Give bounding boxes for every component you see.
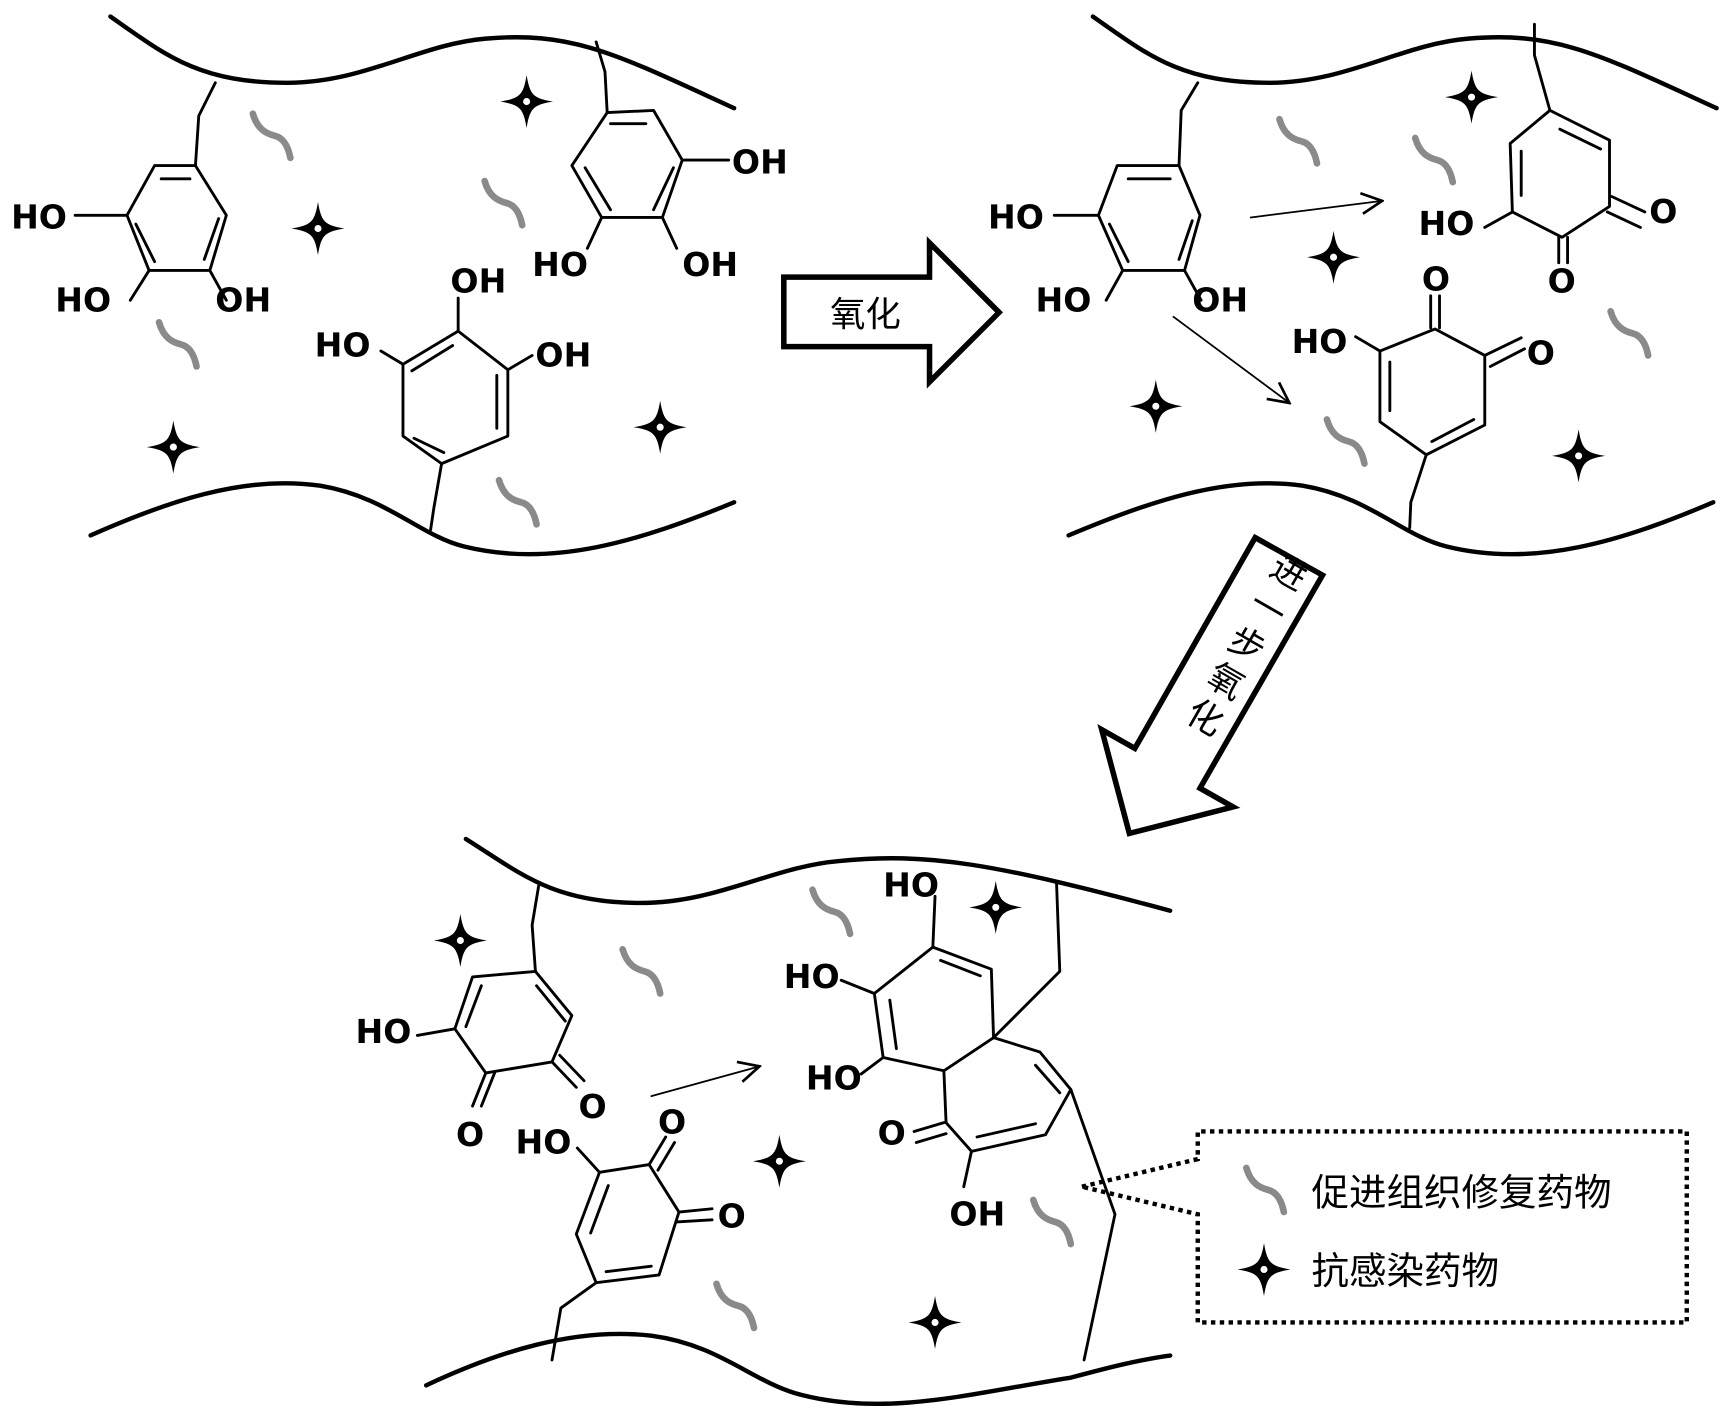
anti-infective-drug-icon (146, 420, 200, 474)
tissue-repair-drug-icon (499, 480, 537, 524)
legend: 促进组织修复药物 抗感染药物 (1081, 1129, 1689, 1325)
anti-infective-drug-icon (291, 202, 345, 255)
atom-label: HO (55, 280, 111, 319)
anti-infective-drug-icon (1129, 379, 1183, 433)
anti-infective-drug-icon (1445, 70, 1499, 124)
reaction-arrow (1172, 315, 1289, 403)
anti-infective-drug-icon (908, 1295, 962, 1349)
tissue-repair-drug-icon (485, 181, 523, 225)
purpurogallin-adduct-molecule: HO HO HO O OH (784, 865, 1117, 1362)
atom-label: OH (682, 245, 738, 284)
squiggle-icon (1246, 1168, 1284, 1212)
atom-label: HO (784, 957, 840, 996)
atom-label: OH (535, 335, 591, 374)
atom-label: OH (215, 280, 271, 319)
legend-label: 促进组织修复药物 (1311, 1170, 1611, 1214)
polymer-chain-bottom (1066, 481, 1716, 557)
tissue-repair-drug-icon (159, 322, 197, 366)
legend-item-tissue-repair: 促进组织修复药物 (1246, 1168, 1612, 1215)
anti-infective-drug-icon (752, 1134, 806, 1188)
polymer-chain-top (108, 14, 737, 111)
pyrogallol-molecule: HO HO OH (11, 81, 271, 319)
atom-label: O (1527, 333, 1555, 372)
tissue-repair-drug-icon (813, 890, 851, 934)
pyrogallol-molecule: OH HO OH (315, 262, 591, 532)
hydroxy-quinone-molecule: O O HO (516, 1103, 746, 1362)
tissue-repair-drug-icon (623, 949, 661, 993)
reaction-arrow (650, 1066, 759, 1098)
atom-label: O (718, 1197, 746, 1236)
atom-label: O (658, 1103, 686, 1142)
anti-infective-drug-icon (433, 914, 487, 967)
tissue-repair-drug-icon (1279, 119, 1317, 163)
tissue-repair-drug-icon (253, 114, 291, 158)
anti-infective-drug-icon (633, 400, 687, 454)
polymer-chain-bottom (423, 1331, 1173, 1407)
atom-label: HO (1419, 204, 1475, 243)
anti-infective-drug-icon (500, 75, 554, 129)
anti-infective-drug-icon (969, 880, 1023, 934)
polymer-chain-top (1090, 14, 1719, 111)
atom-label: HO (516, 1123, 572, 1162)
legend-callout-box (1081, 1129, 1689, 1325)
legend-label: 抗感染药物 (1311, 1249, 1499, 1293)
atom-label: HO (988, 198, 1044, 237)
four-point-star-icon (1237, 1242, 1291, 1296)
panel-before-oxidation: HO HO OH OH HO OH OH (11, 14, 788, 557)
atom-label: HO (356, 1012, 412, 1051)
atom-label: HO (315, 326, 371, 365)
atom-label: O (456, 1115, 484, 1154)
atom-label: OH (450, 262, 506, 301)
anti-infective-drug-icon (1552, 429, 1606, 483)
atom-label: O (1548, 262, 1576, 301)
atom-label: O (578, 1087, 606, 1126)
atom-label: OH (732, 142, 788, 181)
atom-label: O (1422, 259, 1450, 298)
atom-label: HO (1035, 280, 1091, 319)
oxidation-arrow: 氧化 (781, 236, 1003, 389)
atom-label: OH (1192, 280, 1248, 319)
atom-label: HO (883, 865, 939, 904)
polymer-chain-top (463, 836, 1173, 913)
atom-label: HO (11, 198, 67, 237)
tissue-repair-drug-icon (1611, 311, 1649, 355)
tissue-repair-drug-icon (1033, 1200, 1071, 1244)
polymer-chain-bottom (88, 481, 737, 557)
pyrogallol-molecule: OH HO OH (532, 40, 788, 284)
hydroxy-quinone-molecule: O O HO (1292, 259, 1555, 530)
atom-label: OH (949, 1194, 1005, 1233)
panel-after-oxidation: HO HO OH O O HO (988, 14, 1719, 557)
panel-further-oxidation: O O HO O O HO (356, 836, 1173, 1407)
reaction-arrow (1249, 201, 1382, 219)
tissue-repair-drug-icon (716, 1284, 754, 1328)
atom-label: HO (1292, 322, 1348, 361)
oxidation-label: 氧化 (830, 295, 901, 336)
tissue-repair-drug-icon (1327, 419, 1365, 463)
atom-label: HO (806, 1059, 862, 1098)
legend-item-anti-infective: 抗感染药物 (1237, 1242, 1499, 1296)
atom-label: HO (532, 245, 588, 284)
tissue-repair-drug-icon (1415, 138, 1453, 182)
hydroxy-quinone-molecule: O O HO (1419, 22, 1677, 301)
anti-infective-drug-icon (1307, 230, 1361, 284)
atom-label: O (1649, 192, 1677, 231)
atom-label: O (878, 1114, 906, 1153)
pyrogallol-molecule: HO HO OH (988, 81, 1248, 319)
hydroxy-quinone-molecule: O O HO (356, 883, 607, 1154)
